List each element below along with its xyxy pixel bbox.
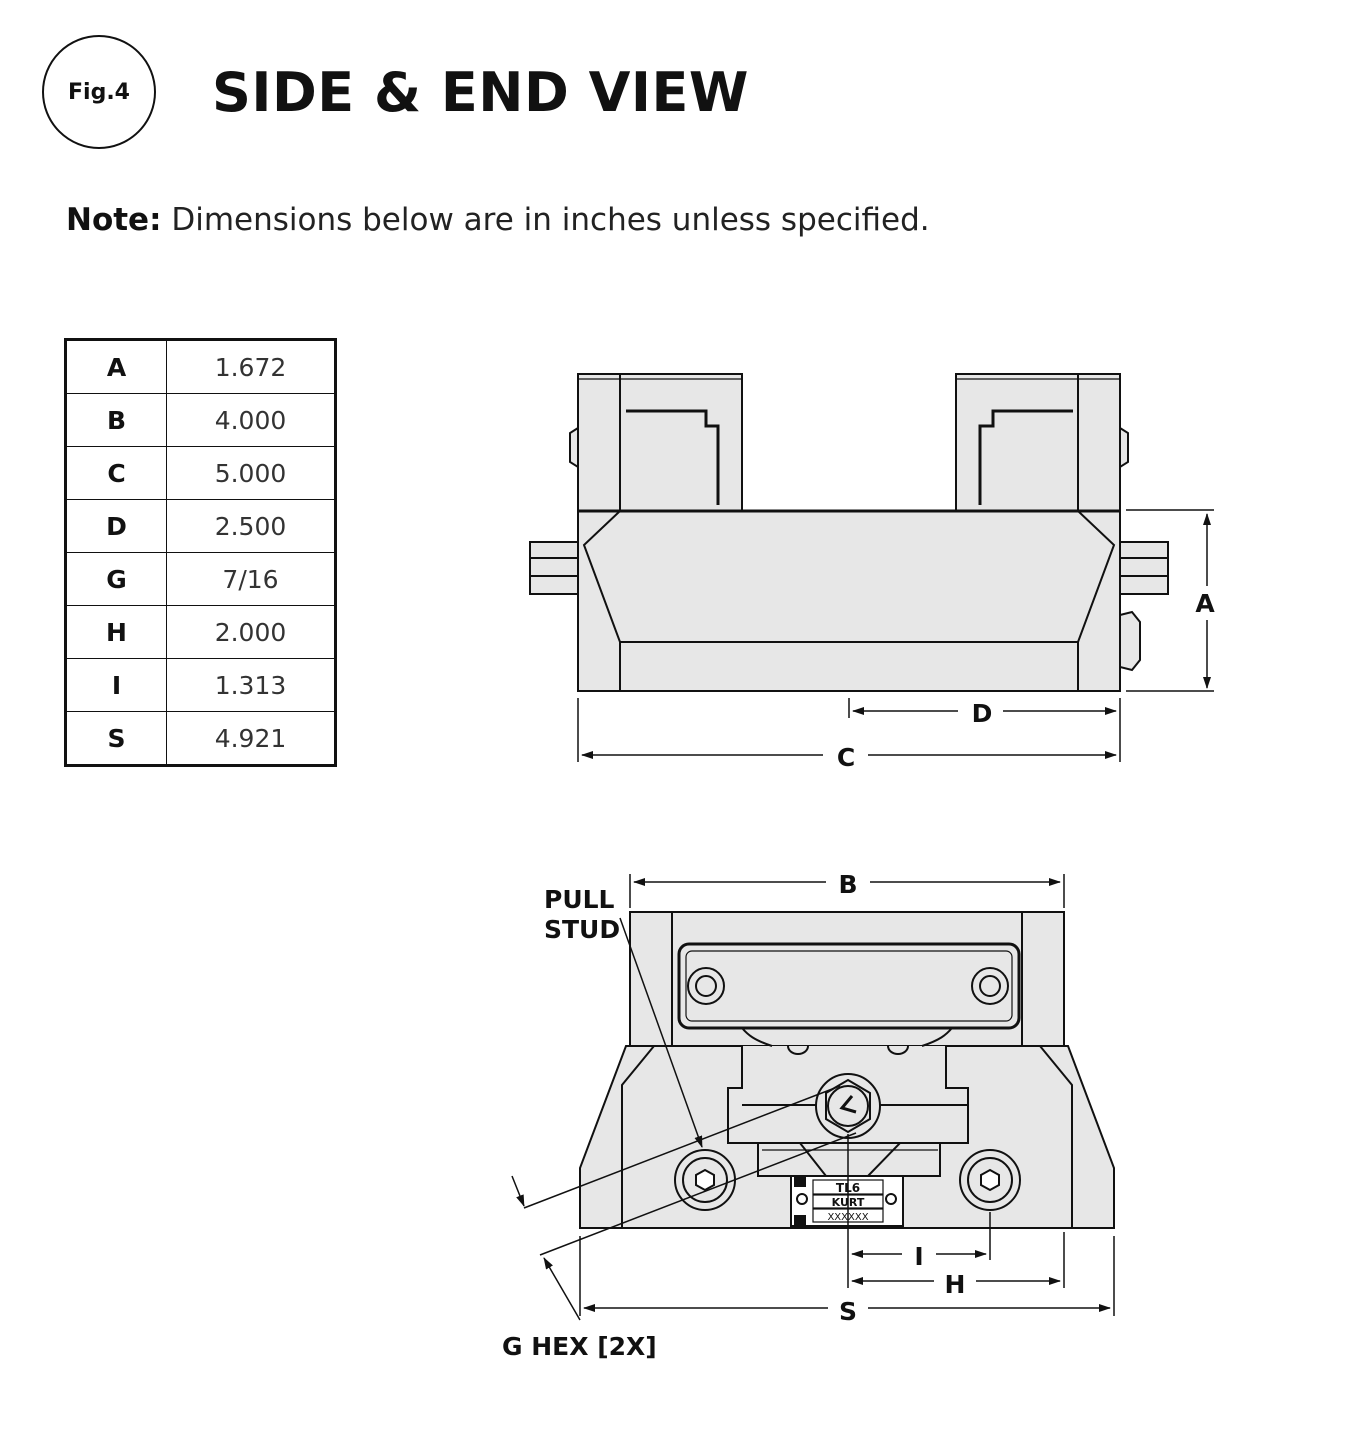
dimension-key: C: [65, 446, 167, 500]
pull-stud-label-line2: STUD: [544, 915, 620, 944]
dimension-key: I: [65, 658, 167, 712]
jaw-screw-left: [687, 967, 725, 1005]
side-pull-stud: [1119, 610, 1141, 672]
side-view-dimensions: [577, 509, 1214, 762]
end-hex-bolt-right: [959, 1149, 1021, 1211]
dimension-key: H: [65, 605, 167, 659]
side-left-jaw: [569, 373, 743, 512]
dimension-value: 5.000: [166, 446, 336, 500]
end-hex-bolt-left: [674, 1149, 736, 1211]
dimension-key: S: [65, 711, 167, 766]
end-view-dimensions: [511, 874, 1115, 1321]
dimension-value: 1.313: [166, 658, 336, 712]
dimension-c-label: C: [837, 743, 855, 772]
dimension-key: G: [65, 552, 167, 606]
dimension-d-label: D: [972, 699, 993, 728]
figure-number: Fig.4: [68, 79, 130, 105]
dimension-value: 1.672: [166, 339, 336, 394]
jaw-screw-right: [971, 967, 1009, 1005]
end-jaw-block: [629, 911, 1065, 1047]
side-right-jaw: [955, 373, 1129, 512]
note-text: Dimensions below are in inches unless sp…: [171, 202, 930, 238]
side-right-rail: [1119, 541, 1169, 595]
dimension-key: D: [65, 499, 167, 553]
figure-number-badge: Fig.4: [42, 35, 156, 149]
side-body: [577, 509, 1121, 692]
dimension-b-label: B: [838, 870, 857, 899]
pull-stud-label-line1: PULL: [544, 885, 615, 914]
hex-size-label: G HEX [2X]: [502, 1332, 657, 1361]
dimension-value: 2.500: [166, 499, 336, 553]
end-pull-stud-head: [815, 1073, 881, 1139]
end-view: [579, 911, 1115, 1229]
dimension-s-label: S: [839, 1297, 857, 1326]
page-title: SIDE & END VIEW: [212, 61, 749, 124]
dimension-value: 7/16: [166, 552, 336, 606]
dimension-key: A: [65, 339, 167, 394]
dimension-h-label: H: [945, 1270, 966, 1299]
dimension-value: 4.921: [166, 711, 336, 766]
dimension-i-label: I: [914, 1242, 923, 1271]
dimension-a-label: A: [1195, 589, 1215, 618]
dimension-note: Note: Dimensions below are in inches unl…: [66, 205, 930, 236]
side-left-rail: [529, 541, 579, 595]
dimension-value: 2.000: [166, 605, 336, 659]
dimension-value: 4.000: [166, 393, 336, 447]
jaw-plate: [677, 942, 1021, 1030]
note-label: Note:: [66, 202, 162, 238]
side-view: [529, 373, 1169, 692]
